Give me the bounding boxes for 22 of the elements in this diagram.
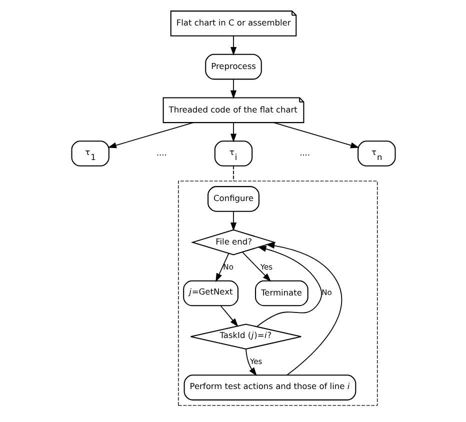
label: .... [156,148,166,158]
arrow [230,78,236,100]
arrow [256,246,322,327]
arrow [241,252,271,282]
connector [232,166,234,182]
label: .... [299,148,310,158]
arrow [107,122,194,148]
node-box: Preprocess [204,54,262,80]
node-box: j=GetNext [182,280,238,306]
cluster [178,180,378,406]
node-diamond: TaskId (j)=i? [190,324,302,350]
arrow [230,122,236,142]
arrow [272,122,359,148]
node-box: Terminate [254,280,308,306]
node-box: Configure [207,186,259,212]
arrow [265,242,342,376]
node-box: Perform test actions and those of line i [183,374,356,400]
arrow [215,253,229,282]
arrow [244,348,256,376]
arrow [230,36,236,56]
arrow [220,305,238,327]
arrow [230,211,236,232]
